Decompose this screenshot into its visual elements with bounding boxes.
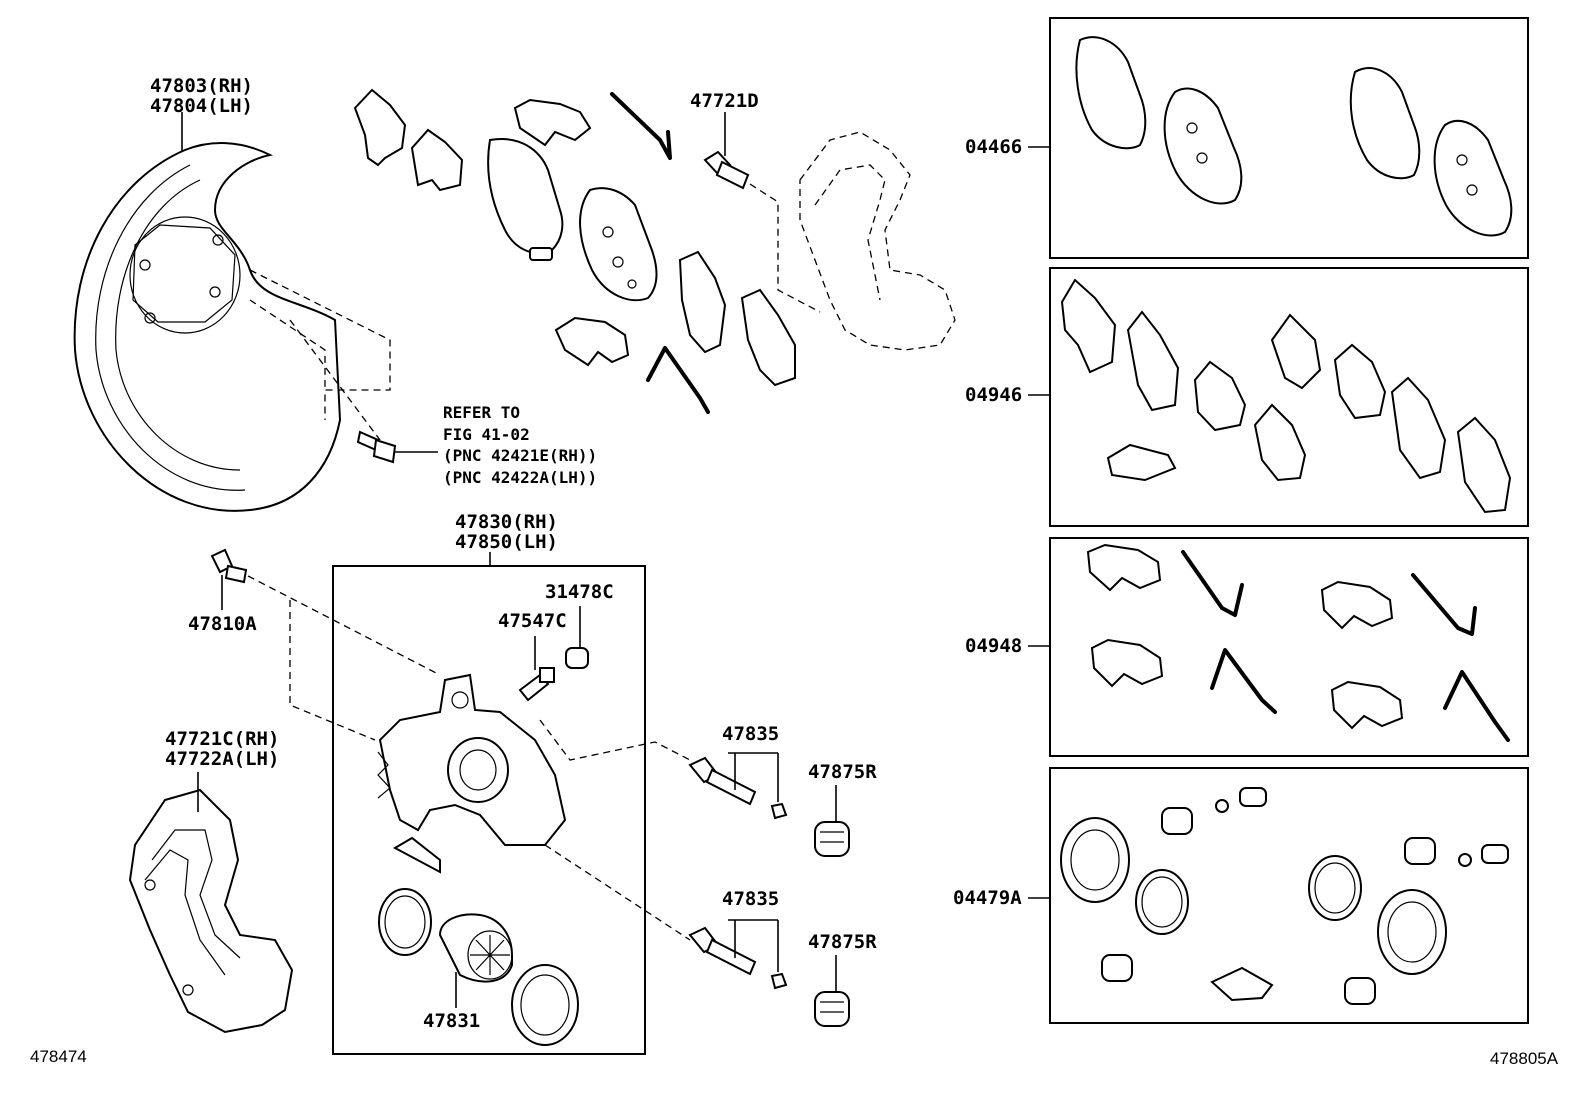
anti-squeal-shim[interactable] xyxy=(353,88,464,192)
label-47875r-top: 47875R xyxy=(808,761,877,783)
kit-box-04948[interactable] xyxy=(1049,537,1529,757)
label-47722a-lh: 47722A(LH) xyxy=(165,748,279,770)
label-kit-04479a: 04479A xyxy=(953,887,1022,909)
label-47835-bottom: 47835 xyxy=(722,888,779,910)
piston-47831[interactable] xyxy=(438,913,513,983)
kit-04479a-seals xyxy=(1060,787,1509,1005)
mounting-bolt-47721d[interactable] xyxy=(703,150,750,190)
piston-boot[interactable] xyxy=(511,964,579,1046)
footer-left-code: 478474 xyxy=(30,1047,87,1066)
caliper-mount-ghost xyxy=(799,131,956,351)
label-47875r-bottom: 47875R xyxy=(808,931,877,953)
label-47721c-rh: 47721C(RH) xyxy=(165,728,279,750)
slide-boot-47875r-bottom[interactable] xyxy=(814,991,850,1027)
backing-plate-bolt[interactable] xyxy=(356,430,397,464)
slide-pin-47835-bottom[interactable] xyxy=(688,926,788,990)
anti-rattle-spring-bottom[interactable] xyxy=(646,346,710,414)
kit-04946-shims xyxy=(1060,278,1512,514)
anti-rattle-spring-top[interactable] xyxy=(610,92,672,160)
slide-boot-47875r-top[interactable] xyxy=(814,821,850,857)
label-pnc-42421e: (PNC 42421E(RH)) xyxy=(443,446,597,465)
piston-seal[interactable] xyxy=(378,888,432,956)
label-47850-lh: 47850(LH) xyxy=(455,531,558,553)
label-47547c: 47547C xyxy=(498,610,567,632)
kit-box-04466[interactable] xyxy=(1049,17,1529,259)
caliper-mount-47721c[interactable] xyxy=(128,788,294,1034)
label-47830-rh: 47830(RH) xyxy=(455,511,558,533)
kit-04948-springs-plates xyxy=(1086,543,1510,742)
label-47721d: 47721D xyxy=(690,90,759,112)
brake-pad-outer[interactable] xyxy=(487,138,564,261)
label-pnc-42422a: (PNC 42422A(LH)) xyxy=(443,468,597,487)
label-refer-to: REFER TO xyxy=(443,403,520,422)
kit-04466-pads xyxy=(1075,36,1513,237)
pad-support-plate-top[interactable] xyxy=(513,98,592,147)
label-47810a: 47810A xyxy=(188,613,257,635)
caliper-bolt-47810a[interactable] xyxy=(210,548,248,584)
caliper-assembly-box[interactable] xyxy=(332,565,646,1055)
kit-box-04479a[interactable] xyxy=(1049,767,1529,1024)
label-fig-41-02: FIG 41-02 xyxy=(443,425,530,444)
backing-plate-47803[interactable] xyxy=(73,142,342,512)
bleeder-plug-47547c[interactable] xyxy=(518,667,555,702)
label-47804-lh: 47804(LH) xyxy=(150,95,253,117)
kit-box-04946[interactable] xyxy=(1049,267,1529,527)
label-kit-04946: 04946 xyxy=(965,384,1022,406)
footer-right-code: 478805A xyxy=(1490,1049,1559,1068)
label-kit-04948: 04948 xyxy=(965,635,1022,657)
brake-pad-inner[interactable] xyxy=(579,187,658,302)
anti-squeal-shim-inner[interactable] xyxy=(678,250,796,387)
caliper-body[interactable] xyxy=(377,673,567,874)
label-47835-top: 47835 xyxy=(722,723,779,745)
label-47803-rh: 47803(RH) xyxy=(150,75,253,97)
label-31478c: 31478C xyxy=(545,581,614,603)
bleeder-cap-31478c[interactable] xyxy=(565,647,589,669)
slide-pin-47835-top[interactable] xyxy=(688,756,788,820)
pad-support-plate-bottom[interactable] xyxy=(554,316,630,367)
label-47831: 47831 xyxy=(423,1010,480,1032)
label-kit-04466: 04466 xyxy=(965,136,1022,158)
